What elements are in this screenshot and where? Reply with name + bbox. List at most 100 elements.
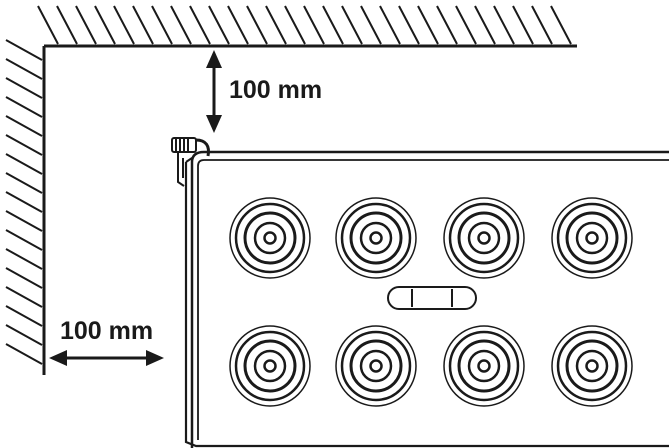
side-clearance-arrow — [49, 350, 164, 366]
hatch-line — [5, 343, 43, 365]
hatch-line — [5, 305, 43, 327]
burner-ring-4 — [467, 221, 501, 255]
hatch-line — [5, 96, 43, 118]
hatch-line — [5, 115, 43, 137]
hatch-line — [189, 5, 211, 45]
hatch-line — [550, 5, 572, 45]
ceiling-wall — [37, 5, 577, 48]
side-wall — [5, 39, 46, 375]
hatch-line — [5, 191, 43, 213]
top-clearance-label: 100 mm — [229, 76, 322, 104]
burner-ring-4 — [359, 221, 393, 255]
burner-2 — [335, 197, 417, 279]
burner-ring-2 — [234, 330, 306, 402]
burner-ring-5 — [477, 231, 491, 245]
hatch-line — [265, 5, 287, 45]
hatch-line — [322, 5, 344, 45]
burner-6 — [335, 325, 417, 407]
burner-ring-5 — [369, 359, 383, 373]
burner-ring-4 — [253, 221, 287, 255]
hatch-line — [151, 5, 173, 45]
hatch-line — [94, 5, 116, 45]
hatch-line — [246, 5, 268, 45]
burner-ring-5 — [263, 231, 277, 245]
burner-ring-3 — [349, 211, 403, 265]
hatch-line — [379, 5, 401, 45]
top-clearance-arrow — [206, 50, 222, 133]
hatch-line — [512, 5, 534, 45]
burner-ring-2 — [448, 330, 520, 402]
burner-ring-5 — [585, 231, 599, 245]
center-handle — [387, 286, 477, 310]
burner-4 — [551, 197, 633, 279]
hatch-line — [5, 153, 43, 175]
hatch-line — [5, 324, 43, 346]
hatch-line — [341, 5, 363, 45]
burner-ring-4 — [359, 349, 393, 383]
burner-ring-5 — [477, 359, 491, 373]
burner-ring-3 — [565, 339, 619, 393]
ceiling-hatching — [37, 5, 572, 45]
burner-ring-1 — [551, 325, 633, 407]
burner-ring-2 — [234, 202, 306, 274]
burner-ring-3 — [457, 339, 511, 393]
burner-ring-2 — [556, 330, 628, 402]
hatch-line — [5, 229, 43, 251]
burner-ring-3 — [349, 339, 403, 393]
hatch-line — [170, 5, 192, 45]
burner-ring-5 — [585, 359, 599, 373]
hatch-line — [5, 248, 43, 270]
hatch-line — [75, 5, 97, 45]
hatch-line — [5, 286, 43, 308]
burner-ring-2 — [556, 202, 628, 274]
hatch-line — [113, 5, 135, 45]
hatch-line — [531, 5, 553, 45]
burner-ring-1 — [443, 325, 525, 407]
hatch-line — [56, 5, 78, 45]
hatch-line — [436, 5, 458, 45]
burner-ring-1 — [229, 197, 311, 279]
burner-ring-4 — [575, 221, 609, 255]
hatch-line — [5, 172, 43, 194]
hatch-line — [398, 5, 420, 45]
burner-ring-1 — [335, 325, 417, 407]
hatch-line — [474, 5, 496, 45]
hatch-line — [5, 77, 43, 99]
side-wall-hatching — [5, 39, 43, 365]
hatch-line — [417, 5, 439, 45]
burner-ring-1 — [443, 197, 525, 279]
burner-ring-2 — [340, 330, 412, 402]
burner-ring-3 — [565, 211, 619, 265]
burner-ring-1 — [551, 197, 633, 279]
burner-ring-3 — [243, 211, 297, 265]
hatch-line — [132, 5, 154, 45]
hatch-line — [493, 5, 515, 45]
burner-1 — [229, 197, 311, 279]
burner-8 — [551, 325, 633, 407]
burner-ring-5 — [369, 231, 383, 245]
burner-ring-4 — [253, 349, 287, 383]
hatch-line — [455, 5, 477, 45]
hatch-line — [303, 5, 325, 45]
hatch-line — [5, 267, 43, 289]
burner-ring-2 — [340, 202, 412, 274]
burner-ring-1 — [229, 325, 311, 407]
burner-ring-1 — [335, 197, 417, 279]
burner-ring-3 — [243, 339, 297, 393]
side-clearance-label: 100 mm — [60, 317, 153, 345]
hatch-line — [360, 5, 382, 45]
burner-ring-3 — [457, 211, 511, 265]
gas-connector — [171, 137, 210, 187]
burner-grid — [229, 197, 633, 407]
burner-ring-4 — [575, 349, 609, 383]
burner-ring-4 — [467, 349, 501, 383]
hatch-line — [227, 5, 249, 45]
burner-ring-2 — [448, 202, 520, 274]
burner-3 — [443, 197, 525, 279]
hatch-line — [5, 58, 43, 80]
burner-ring-5 — [263, 359, 277, 373]
burner-5 — [229, 325, 311, 407]
hatch-line — [284, 5, 306, 45]
hob-body — [184, 150, 669, 448]
